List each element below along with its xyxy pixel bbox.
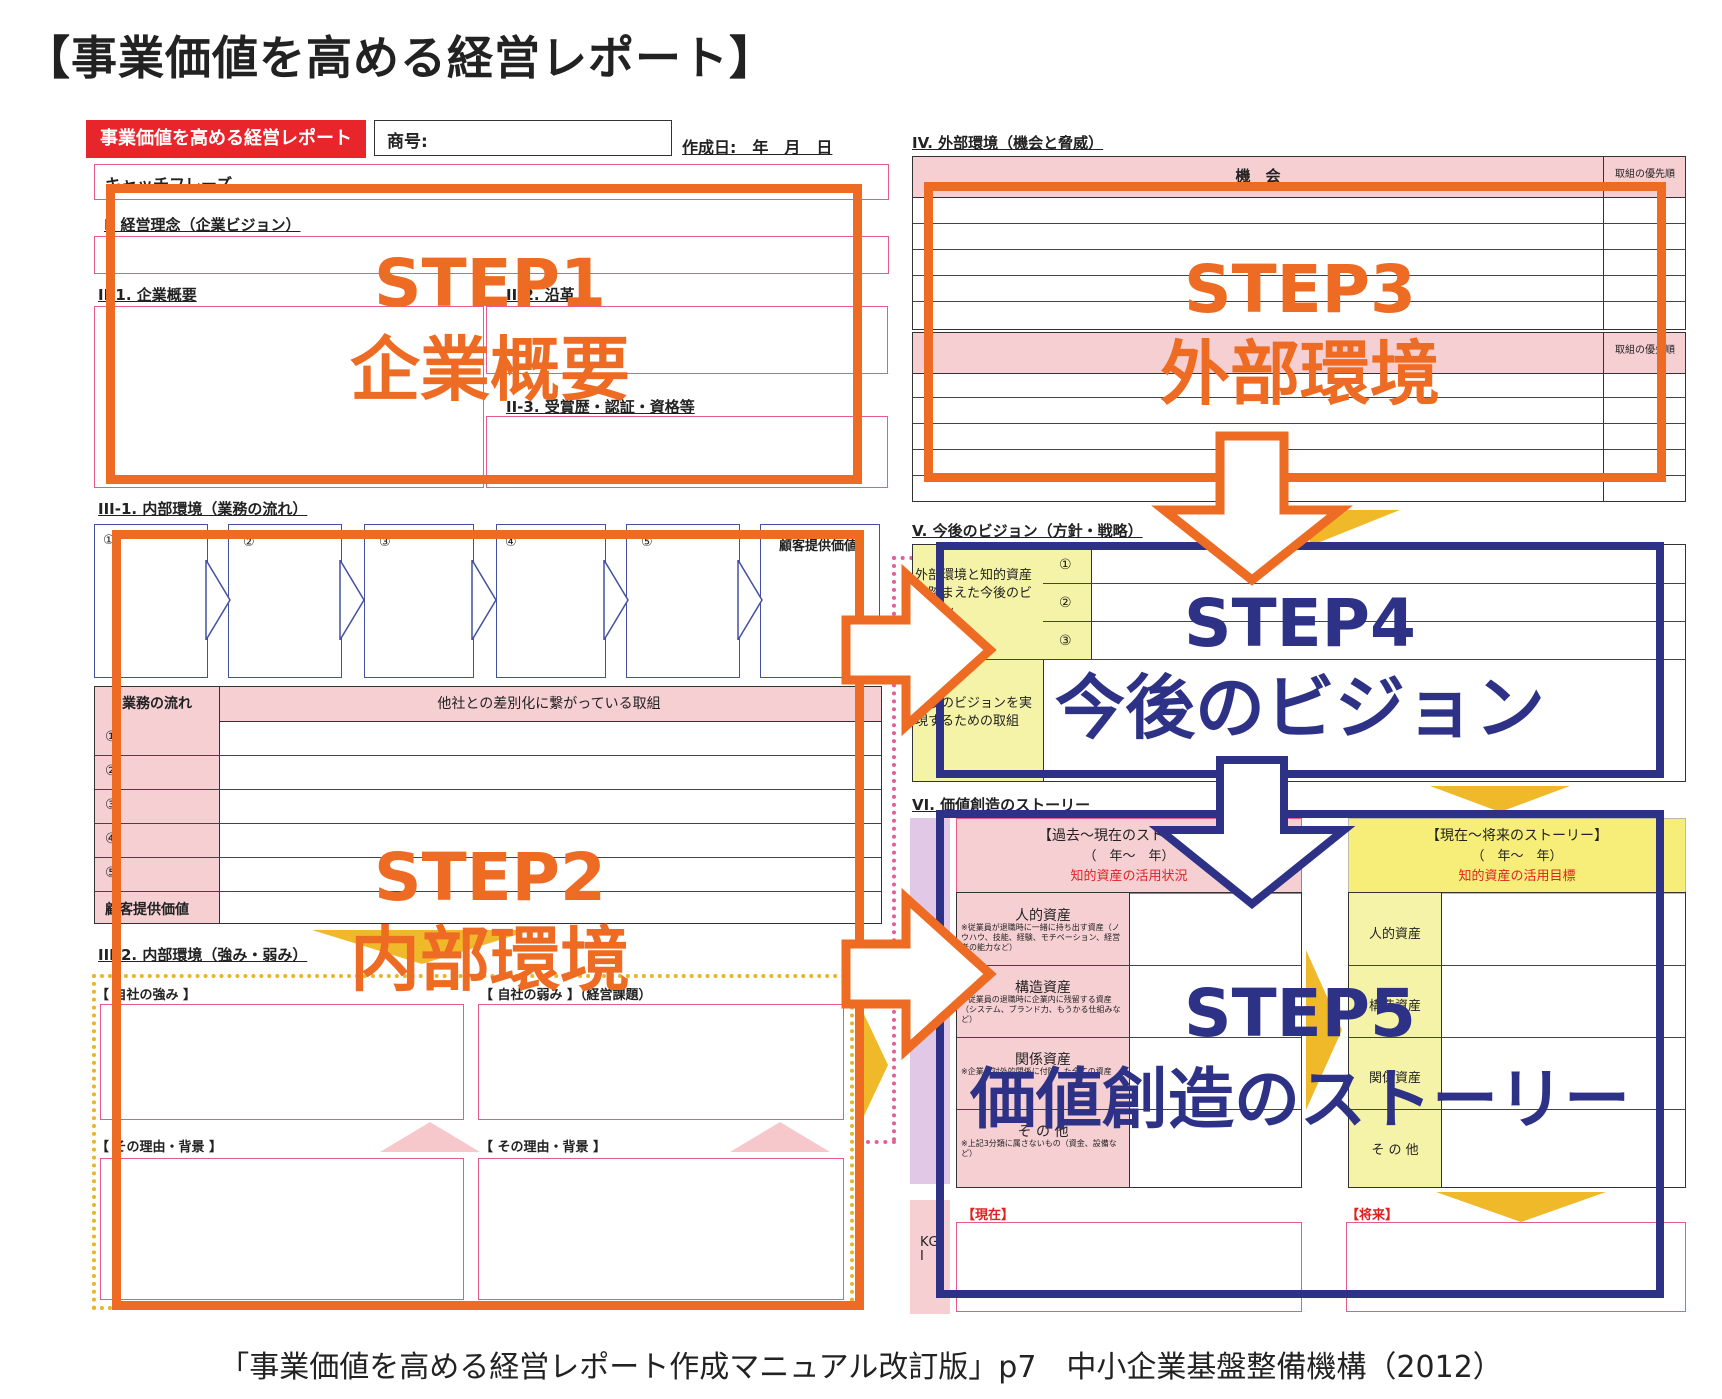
step1-frame [106,184,862,484]
page-title: 【事業価値を高める経営レポート】 [24,31,776,85]
flow-step-label: ② [243,535,255,550]
current-label: 【現在】 [962,1208,1015,1223]
step3-label: 外部環境 [1160,333,1440,415]
step2-frame [112,530,864,1310]
source-caption: 「事業価値を高める経営レポート作成マニュアル改訂版」p7 中小企業基盤整備機構（… [219,1350,1503,1385]
vision-row-label: ③ [1059,633,1072,649]
table-header-diff: 他社との差別化に繋がっている取組 [437,696,661,712]
future-header: 【現在～将来のストーリー】 （ 年～ 年） 知的資産の活用目標 [1348,818,1686,894]
yellow-triangle-mid [312,930,532,964]
past-subtitle: 知的資産の活用状況 [1070,869,1188,884]
yellow-triangle-left [862,1010,888,1120]
past-years: （ 年～ 年） [1083,849,1175,864]
table-row-label: 顧客提供価値 [105,902,189,918]
flow-step-label: ③ [379,535,391,550]
step2-id: STEP2 [374,839,606,916]
future-asset-name: 構造資産 [1368,999,1421,1014]
weakness-box [478,1004,844,1120]
vision-row-label: ① [1059,557,1072,573]
reason1-label: 【 その理由・背景 】 [96,1140,223,1155]
step4-label: 今後のビジョン [1055,667,1545,749]
flow-step-2: ② [228,524,342,678]
flow-step-3: ③ [364,524,474,678]
pink-connector-top [892,556,922,560]
sec-III1-label: III-1. 内部環境（業務の流れ） [98,500,308,518]
flow-step-label: ④ [505,535,517,550]
reason2-box [478,1158,844,1300]
asset-name: 関係資産 [1015,1052,1071,1068]
strength-box [100,1004,464,1120]
opportunity-table: 機 会 取組の優先順 [912,156,1686,330]
future-asset-name: そ の 他 [1371,1143,1419,1158]
arrow-down-orange [1151,431,1353,586]
reason1-box [100,1158,464,1300]
strength-label: 【 自社の強み 】 [96,988,197,1003]
asset-note: ※上記3分類に属さないもの（資金、設備など） [961,1139,1117,1158]
history-box [486,306,888,374]
future-label: 【将来】 [1346,1208,1399,1223]
sec-III2-label: III-2. 内部環境（強み・弱み） [98,946,308,964]
flow-step-label: ⑤ [641,535,653,550]
step1-label: 企業概要 [350,329,630,411]
future-subtitle: 知的資産の活用目標 [1458,869,1576,884]
step4-id: STEP4 [1184,585,1416,662]
sec-VI-label: VI. 価値創造のストーリー [912,796,1091,814]
sec-II1-label: II-1. 企業概要 [98,286,197,304]
step5-label: 価値創造のストーリー [970,1061,1630,1138]
priority-header: 取組の優先順 [1615,169,1675,180]
step1-id: STEP1 [374,245,606,322]
flow-step-label: 顧客提供価値 [779,539,858,554]
sec-IV-label: IV. 外部環境（機会と脅威） [912,134,1104,152]
company-label: 商号: [387,132,428,152]
company-field: 商号: [374,120,672,156]
vision-row-label: ② [1059,595,1072,611]
future-title: 【現在～将来のストーリー】 [1426,828,1608,844]
pink-connector [892,556,896,1142]
table-header-flow: 業務の流れ [122,696,192,712]
yellow-triangle-story [1430,786,1570,812]
past-assets: 人的資産 ※従業員が退職時に一緒に持ち出す資産（ノウハウ、技能、経験、モチベーシ… [956,892,1302,1188]
overview-box [94,306,484,488]
asset-note: ※従業員が退職時に一緒に持ち出す資産（ノウハウ、技能、経験、モチベーション、経営… [961,923,1121,952]
arrow-right-upper [841,563,997,737]
arrow-down-navy [1148,756,1356,910]
flow-step-5: ⑤ [626,524,740,678]
philosophy-box [94,236,889,274]
future-years: （ 年～ 年） [1471,849,1563,864]
flow-step-4: ④ [496,524,606,678]
sec-II3-label: II-3. 受賞歴・認証・資格等 [506,398,695,416]
future-assets: 人的資産 構造資産 関係資産 そ の 他 [1348,892,1686,1188]
yellow-triangle-between [1306,950,1342,1110]
step2-label: 内部環境 [350,919,630,1001]
priority-header-2: 取組の優先順 [1615,345,1675,356]
catchphrase-box: キャッチフレーズ [94,164,889,200]
future-asset-name: 関係資産 [1368,1071,1421,1086]
sec-I-label: I. 経営理念（企業ビジョン） [104,216,301,234]
step3-frame [924,182,1666,482]
asset-note: ※企業の対外的関係に付随した全ての資産 [961,1067,1112,1076]
swot-up-arrows [380,1122,830,1152]
pink-connector-bottom [866,1140,896,1144]
report-tag: 事業価値を高める経営レポート [86,120,366,158]
future-asset-name: 人的資産 [1368,927,1421,942]
asset-name: 人的資産 [1015,908,1071,924]
asset-name: 構造資産 [1015,980,1071,996]
weakness-label: 【 自社の弱み 】（経営課題） [480,988,652,1003]
step5-id: STEP5 [1184,975,1416,1052]
kgi-label: KGI [920,1235,939,1264]
reason2-label: 【 その理由・背景 】 [480,1140,607,1155]
step3-id: STEP3 [1184,251,1416,328]
step5-frame [936,810,1664,1298]
yellow-triangle-kgi [1436,1192,1606,1222]
asset-name: そ の 他 [1017,1124,1069,1140]
opportunity-header: 機 会 [1235,167,1281,185]
sec-V-label: V. 今後のビジョン（方針・戦略） [912,522,1143,540]
flow-chevrons [205,560,763,640]
sec-II2-label: II-2. 沿革 [506,286,575,304]
asset-note: ※従業員の退職時に企業内に残留する資産（システム、ブランド力、もうかる仕組みなど… [961,995,1121,1024]
arrow-right-lower [841,887,997,1061]
flow-step-label: ① [103,533,115,548]
date-label: 作成日: 年 月 日 [682,138,833,157]
